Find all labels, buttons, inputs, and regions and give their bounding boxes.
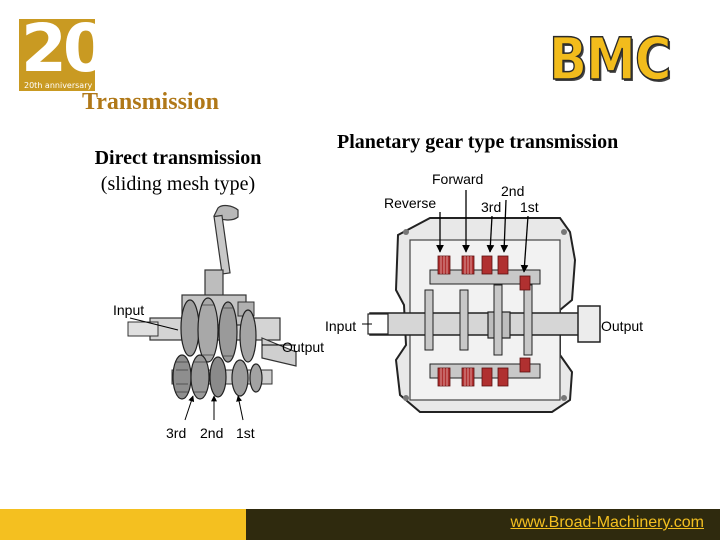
footer-dark-block (246, 509, 720, 540)
logo-number: 20 (21, 19, 95, 87)
right-input-label: Input (325, 318, 356, 334)
footer-bar: www.Broad-Machinery.com (0, 509, 720, 540)
anniversary-logo: 20 20th anniversary (19, 19, 95, 91)
right-1st-label: 1st (520, 199, 539, 215)
right-output-label: Output (601, 318, 643, 334)
left-heading-line2: (sliding mesh type) (100, 173, 256, 195)
left-input-label: Input (113, 302, 144, 318)
forward-label: Forward (432, 171, 483, 187)
right-2nd-label: 2nd (501, 183, 524, 199)
sliding-mesh-transmission-illustration (127, 204, 297, 421)
logo-caption: 20th anniversary (22, 81, 95, 90)
footer-gold-block (0, 509, 246, 540)
right-heading: Planetary gear type transmission (337, 131, 619, 153)
website-link[interactable]: www.Broad-Machinery.com (510, 514, 704, 531)
right-3rd-label: 3rd (481, 199, 501, 215)
left-heading: Direct transmission (sliding mesh type) (56, 145, 300, 197)
reverse-label: Reverse (384, 195, 436, 211)
left-output-label: Output (282, 339, 324, 355)
left-heading-line1: Direct transmission (94, 147, 262, 169)
left-1st-label: 1st (236, 425, 255, 441)
left-3rd-label: 3rd (166, 425, 186, 441)
planetary-transmission-illustration (362, 190, 601, 413)
brand-logo: BMC (548, 24, 672, 94)
page-title: Transmission (82, 89, 219, 115)
left-2nd-label: 2nd (200, 425, 223, 441)
